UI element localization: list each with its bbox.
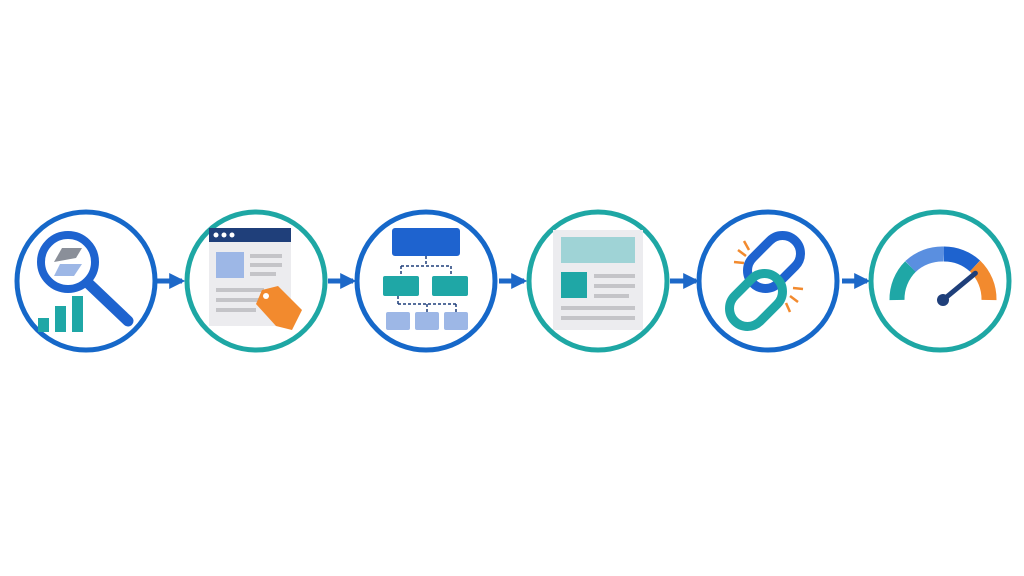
speed-gauge-icon [889,246,997,306]
gauge-needle [940,270,978,303]
step-1-node [14,209,158,353]
step-6-node [868,209,1012,353]
step-2-node [184,209,328,353]
step-5-node [696,209,840,353]
site-structure-icon [383,228,468,330]
gauge-hub [937,294,949,306]
webpage-tag-icon [209,228,302,330]
broken-link-icon [725,231,805,331]
content-page-icon [553,230,643,330]
step-6-ring [868,209,1012,353]
magnifier-analytics-icon [37,231,134,332]
step-3-node [354,209,498,353]
step-5-ring [696,209,840,353]
step-4-node [526,209,670,353]
